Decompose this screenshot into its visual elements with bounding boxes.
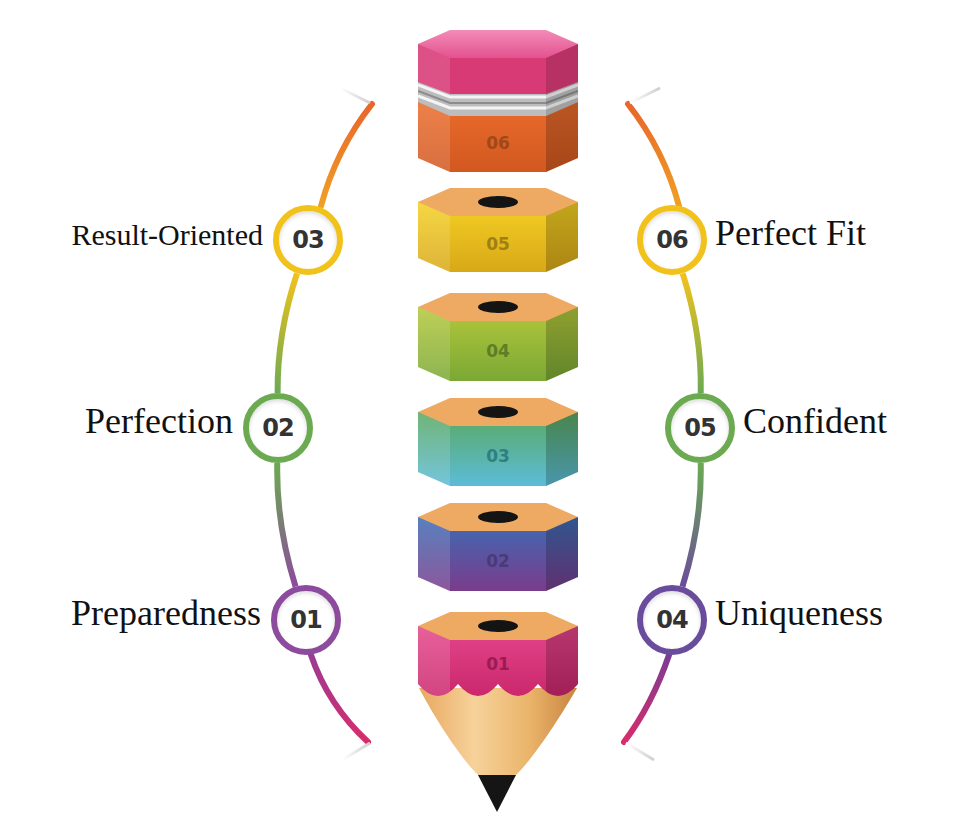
step-label: Perfection xyxy=(85,402,233,442)
arc-shadow xyxy=(342,743,370,760)
arc-shadow xyxy=(626,743,654,760)
segment-number: 06 xyxy=(418,133,578,153)
step-number: 06 xyxy=(656,226,687,254)
arc-end xyxy=(311,655,368,742)
arc-shadow xyxy=(340,88,370,103)
segment-number: 05 xyxy=(418,234,578,254)
arc-connector xyxy=(682,463,700,587)
pencil-segment: 01 xyxy=(418,612,578,704)
step-circle: 03Result-Oriented xyxy=(273,205,343,275)
arc-connector xyxy=(278,273,297,393)
step-number: 02 xyxy=(262,414,293,442)
step-number: 04 xyxy=(656,606,687,634)
pencil-segment: 03 xyxy=(418,398,578,486)
segment-number: 03 xyxy=(418,446,578,466)
step-number: 01 xyxy=(290,606,321,634)
arc-end xyxy=(624,655,669,742)
pencil-segment: 05 xyxy=(418,188,578,272)
step-label: Confident xyxy=(743,402,887,442)
pencil-segment: 04 xyxy=(418,293,578,381)
step-label: Result-Oriented xyxy=(71,218,263,251)
pencil-wood-cone xyxy=(419,688,577,775)
pencil-segment: 02 xyxy=(418,503,578,591)
step-circle: 05Confident xyxy=(665,393,735,463)
arc-end xyxy=(321,104,372,206)
segment-shape xyxy=(418,398,578,486)
segment-shape xyxy=(418,503,578,591)
step-number: 03 xyxy=(292,226,323,254)
step-circle: 04Uniqueness xyxy=(637,585,707,655)
arc-connector xyxy=(683,273,701,393)
segment-number: 01 xyxy=(418,654,578,674)
step-circle: 06Perfect Fit xyxy=(637,205,707,275)
step-label: Perfect Fit xyxy=(715,214,866,254)
step-circle: 02Perfection xyxy=(243,393,313,463)
pencil-graphite-tip xyxy=(478,775,516,812)
step-label: Uniqueness xyxy=(715,594,883,634)
arc-connector xyxy=(277,463,295,587)
step-circle: 01Preparedness xyxy=(271,585,341,655)
segment-number: 04 xyxy=(418,341,578,361)
segment-shape xyxy=(418,188,578,272)
arc-end xyxy=(628,104,679,206)
arc-shadow xyxy=(630,88,660,103)
step-label: Preparedness xyxy=(71,594,261,634)
pencil-eraser-segment: 06 xyxy=(418,22,578,172)
step-number: 05 xyxy=(684,414,715,442)
segment-number: 02 xyxy=(418,551,578,571)
segment-shape xyxy=(418,293,578,381)
